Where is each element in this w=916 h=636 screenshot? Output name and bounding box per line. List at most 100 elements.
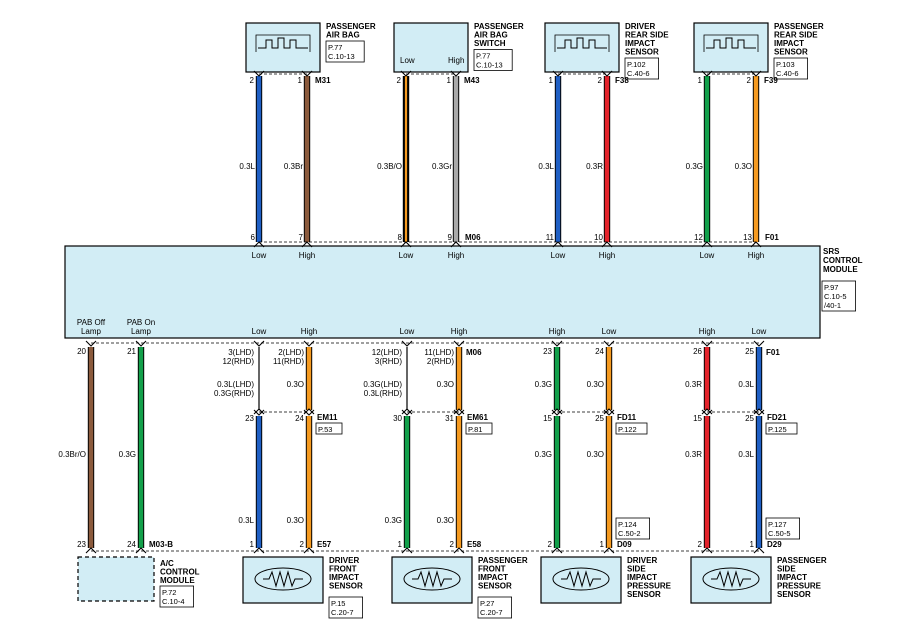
pin-arrow-icon — [701, 547, 713, 554]
pin-arrow-icon — [401, 547, 413, 554]
top-component-ref-text: C.10-13 — [328, 52, 355, 61]
top-component-name: REAR SIDE — [625, 31, 669, 40]
srs-pin-number: 26 — [693, 347, 702, 356]
component-pin-number: 1 — [750, 540, 755, 549]
pin-arrow-icon — [253, 70, 265, 77]
joint-connector-id: FD21 — [767, 413, 787, 422]
joint-pin-number: 15 — [543, 414, 552, 423]
pin-arrow-icon — [450, 70, 462, 77]
pin-arrow-icon — [750, 70, 762, 77]
srs-pin-number: 6 — [251, 233, 256, 242]
top-component-ref — [325, 40, 365, 63]
top-component-box — [693, 22, 769, 73]
pin-arrow-icon — [551, 340, 563, 347]
bottom-component-ref-text: P.72 — [162, 588, 176, 597]
bottom-connector-id: E58 — [467, 540, 482, 549]
joint-connector-id: EM61 — [467, 413, 488, 422]
pin-arrow-icon — [400, 70, 412, 77]
bottom-component-ref-text: P.27 — [480, 599, 494, 608]
top-component-name: REAR SIDE — [774, 31, 818, 40]
pin-arrow-icon — [552, 241, 564, 248]
top-component-name: PASSENGER — [774, 22, 824, 31]
srs-module-label: MODULE — [823, 265, 858, 274]
wire-size-label: 0.3G — [385, 516, 402, 525]
srs-pin-function: Low — [399, 251, 414, 260]
top-component-ref — [624, 57, 659, 80]
connector-outline-icon — [703, 34, 759, 52]
bottom-component-ref — [477, 596, 512, 619]
component-pin-number: 1 — [698, 76, 703, 85]
pin-arrow-icon — [701, 70, 713, 77]
top-component-ref-text: P.102 — [627, 60, 646, 69]
joint-arrow-icon — [603, 409, 615, 416]
joint-connector-id: EM11 — [317, 413, 338, 422]
wire-size-label: 0.3Gr — [432, 162, 452, 171]
bottom-component-name: PRESSURE — [777, 582, 822, 591]
top-component-name: SWITCH — [474, 39, 506, 48]
wire-size-label: 0.3L(LHD) — [217, 380, 254, 389]
srs-module-ref-text: P.97 — [824, 283, 838, 292]
wire-size-label: 0.3G — [535, 380, 552, 389]
pin-arrow-icon — [603, 547, 615, 554]
pin-arrow-icon — [453, 547, 465, 554]
bottom-component-ref-text: C.10-4 — [162, 597, 185, 606]
pin-arrow-icon — [85, 340, 97, 347]
srs-pin-number: 25 — [745, 347, 754, 356]
srs-pin-number: 2(LHD) — [278, 348, 304, 357]
bottom-component-name: PASSENGER — [478, 556, 528, 565]
bottom-component-ref — [765, 517, 800, 540]
switch-label-high: High — [448, 56, 464, 65]
srs-pin-function: High — [599, 251, 615, 260]
sensor-body-icon — [552, 567, 610, 591]
bottom-component-name: SENSOR — [777, 590, 811, 599]
component-pin-number: 1 — [398, 540, 403, 549]
wire-size-label: 0.3R — [685, 450, 702, 459]
joint-pin-number: 24 — [295, 414, 304, 423]
bottom-component-name: SENSOR — [478, 582, 512, 591]
joint-ref-box — [765, 422, 798, 435]
wire-size-label: 0.3Br — [284, 162, 303, 171]
srs-module-ref-text: C.10-5 — [824, 292, 847, 301]
srs-pin-number: 11(RHD) — [273, 357, 304, 366]
wire-size-label: 0.3G — [686, 162, 703, 171]
joint-pin-number: 25 — [595, 414, 604, 423]
bottom-component-name: MODULE — [160, 576, 195, 585]
srs-pin-function: Low — [752, 327, 767, 336]
joint-arrow-icon — [401, 409, 413, 416]
top-component-name: AIR BAG — [326, 31, 360, 40]
bottom-component-name: FRONT — [329, 565, 357, 574]
joint-ref: P.81 — [468, 425, 482, 434]
top-component-name: SENSOR — [625, 48, 659, 57]
sensor-box — [540, 556, 622, 604]
srs-connector-id: F01 — [766, 348, 780, 357]
joint-connector-id: FD11 — [617, 413, 637, 422]
bottom-component-ref — [159, 585, 194, 608]
pin-arrow-icon — [303, 547, 315, 554]
srs-pin-function: High — [448, 251, 464, 260]
srs-pin-function: High — [299, 251, 315, 260]
wire-size-label: 0.3O — [735, 162, 752, 171]
top-component-name: SENSOR — [774, 48, 808, 57]
pin-arrow-icon — [551, 547, 563, 554]
srs-pin-function: High — [699, 327, 715, 336]
bottom-component-name: SIDE — [627, 565, 646, 574]
srs-connector-id: M06 — [466, 348, 482, 357]
top-component-name: PASSENGER — [326, 22, 376, 31]
component-pin-number: 1 — [298, 76, 303, 85]
srs-pin-number: 3(LHD) — [228, 348, 254, 357]
srs-pin-number: 10 — [594, 233, 603, 242]
pin-arrow-icon — [552, 70, 564, 77]
joint-ref-box — [315, 422, 343, 435]
sensor-box — [242, 556, 324, 604]
bottom-component-ref-text: P.15 — [331, 599, 345, 608]
wire-size-label: 0.3R — [685, 380, 702, 389]
sensor-box — [391, 556, 473, 604]
component-pin-number: 1 — [549, 76, 554, 85]
joint-ref-box — [615, 422, 648, 435]
bottom-component-ref — [615, 517, 650, 540]
wire-size-label: 0.3R — [586, 162, 603, 171]
connector-outline-icon — [255, 34, 311, 52]
srs-pin-function: Low — [252, 251, 267, 260]
wire-size-label: 0.3L — [738, 450, 754, 459]
component-pin-number: 24 — [127, 540, 136, 549]
